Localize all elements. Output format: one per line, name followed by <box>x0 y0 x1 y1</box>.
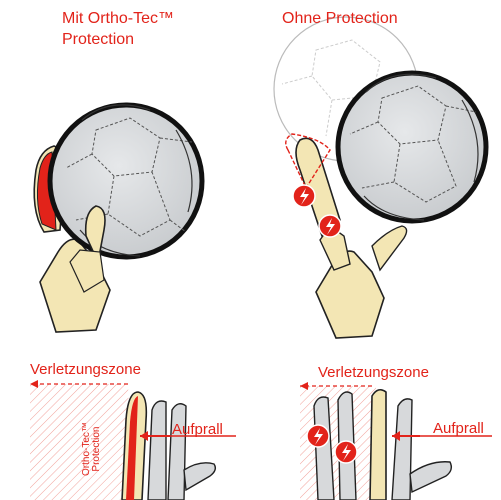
title-without-protection: Ohne Protection <box>282 8 398 29</box>
injury-zone-label-right: Verletzungszone <box>318 364 429 381</box>
impact-label-right: Aufprall <box>433 420 484 437</box>
vertical-label-line2: Protection <box>92 422 102 476</box>
title-with-protection-line2: Protection <box>62 29 174 50</box>
hand-fingers-left <box>122 392 236 500</box>
title-with-protection-line1: Mit Ortho-Tec™ <box>62 8 174 29</box>
vertical-protection-label: Ortho-Tec™ Protection <box>82 422 102 476</box>
impact-label-left: Aufprall <box>172 421 223 438</box>
title-with-protection: Mit Ortho-Tec™ Protection <box>62 8 174 50</box>
ball-right-icon <box>338 73 486 221</box>
injury-zone-label-left: Verletzungszone <box>30 361 141 378</box>
ball-left-icon <box>50 105 202 257</box>
